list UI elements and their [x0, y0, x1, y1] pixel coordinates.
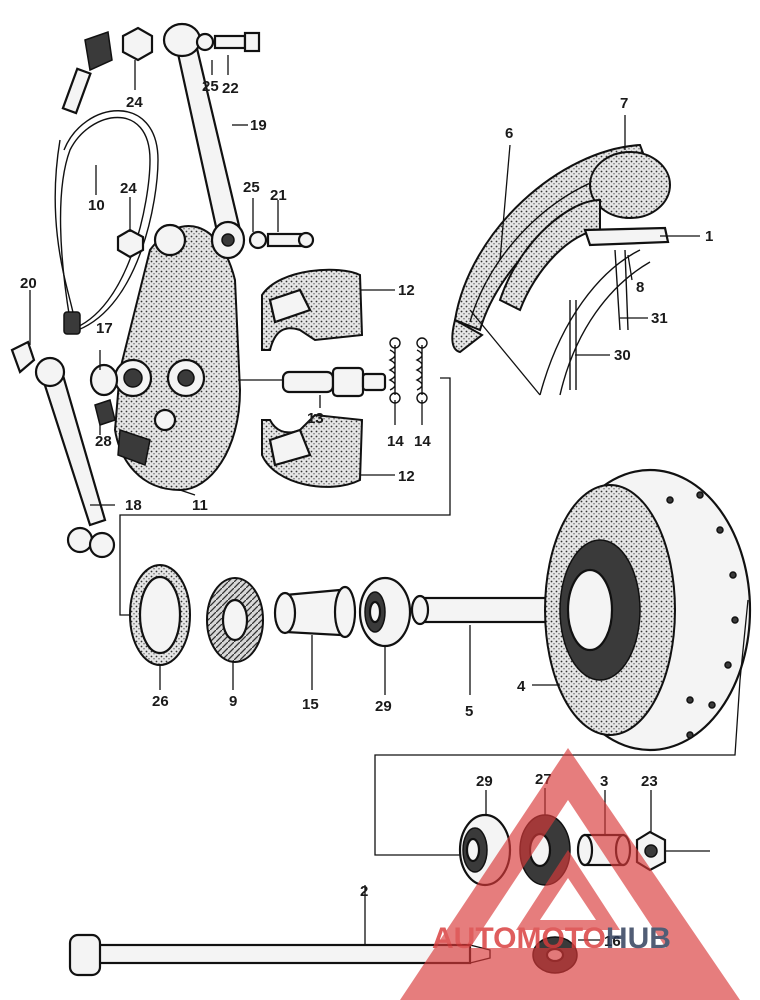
- gear-9: [206, 577, 264, 663]
- label-9: 9: [229, 693, 237, 710]
- label-25-mid: 25: [243, 179, 260, 196]
- label-23: 23: [641, 773, 658, 790]
- label-6: 6: [505, 125, 513, 142]
- rim-band: [539, 226, 670, 396]
- leader-lines: [29, 55, 700, 945]
- speedometer-gear-top: [61, 30, 113, 115]
- label-1: 1: [705, 228, 713, 245]
- label-17: 17: [96, 320, 113, 337]
- label-12-lower: 12: [398, 468, 415, 485]
- valve-stem: [569, 249, 629, 390]
- label-21: 21: [270, 187, 287, 204]
- label-14-a: 14: [387, 433, 404, 450]
- watermark-text-red: AUTOMOTO: [432, 922, 606, 955]
- label-2: 2: [360, 883, 368, 900]
- label-22: 22: [222, 80, 239, 97]
- label-18: 18: [125, 497, 142, 514]
- bolt-22: [195, 31, 261, 53]
- seal-17: [89, 363, 119, 397]
- label-30: 30: [614, 347, 631, 364]
- label-7: 7: [620, 95, 628, 112]
- label-3: 3: [600, 773, 608, 790]
- svg-text:AUTOMOTOHUB: AUTOMOTOHUB: [432, 922, 671, 955]
- label-19: 19: [250, 117, 267, 134]
- nut-24-top: [121, 26, 154, 62]
- label-29-a: 29: [375, 698, 392, 715]
- watermark-triangle-icon: [400, 748, 740, 1000]
- label-13: 13: [307, 410, 324, 427]
- brake-panel: [113, 223, 242, 492]
- bearing-29-a: [358, 576, 412, 648]
- watermark-inner-triangle-icon: [516, 850, 620, 930]
- bolt-28: [94, 399, 116, 426]
- assembly-guide-lines: [119, 377, 749, 856]
- label-8: 8: [636, 279, 644, 296]
- label-4: 4: [517, 678, 526, 695]
- watermark-logo: AUTOMOTOHUB: [400, 748, 740, 1000]
- spring-14-b: [415, 337, 428, 404]
- brake-arm-rod: [162, 22, 246, 260]
- spring-14-a: [388, 337, 401, 404]
- inner-tube: [498, 151, 671, 312]
- label-31: 31: [651, 310, 668, 327]
- dust-seal-26: [129, 564, 191, 666]
- label-28: 28: [95, 433, 112, 450]
- label-12-upper: 12: [398, 282, 415, 299]
- hub-spoke-holes: [666, 491, 739, 739]
- label-29-b: 29: [476, 773, 493, 790]
- label-14-b: 14: [414, 433, 431, 450]
- brake-cam: [281, 366, 387, 398]
- label-15: 15: [302, 696, 319, 713]
- part-labels: 1 6 7 8 31 30 24 25 22 19 10 24 25 21 12…: [20, 78, 713, 950]
- label-24-top: 24: [126, 94, 143, 111]
- label-11: 11: [192, 497, 208, 514]
- label-24-mid: 24: [120, 180, 137, 197]
- brake-shoe-lower: [261, 413, 364, 488]
- sleeve-15: [273, 585, 357, 639]
- label-20: 20: [20, 275, 37, 292]
- label-26: 26: [152, 693, 169, 710]
- watermark-text-dark: HUB: [606, 922, 671, 955]
- brake-shoe-upper: [261, 268, 364, 351]
- speedometer-cable: [54, 110, 159, 335]
- nut-24-mid: [116, 228, 145, 259]
- label-16: 16: [604, 933, 621, 950]
- wheel-hub-4: [544, 468, 752, 752]
- label-10: 10: [88, 197, 105, 214]
- brake-lever: [34, 356, 116, 559]
- label-5: 5: [465, 703, 473, 720]
- spacer-tube-5: [410, 594, 552, 626]
- bolt-21: [248, 230, 315, 250]
- washer-20: [10, 340, 36, 374]
- label-25-top: 25: [202, 78, 219, 95]
